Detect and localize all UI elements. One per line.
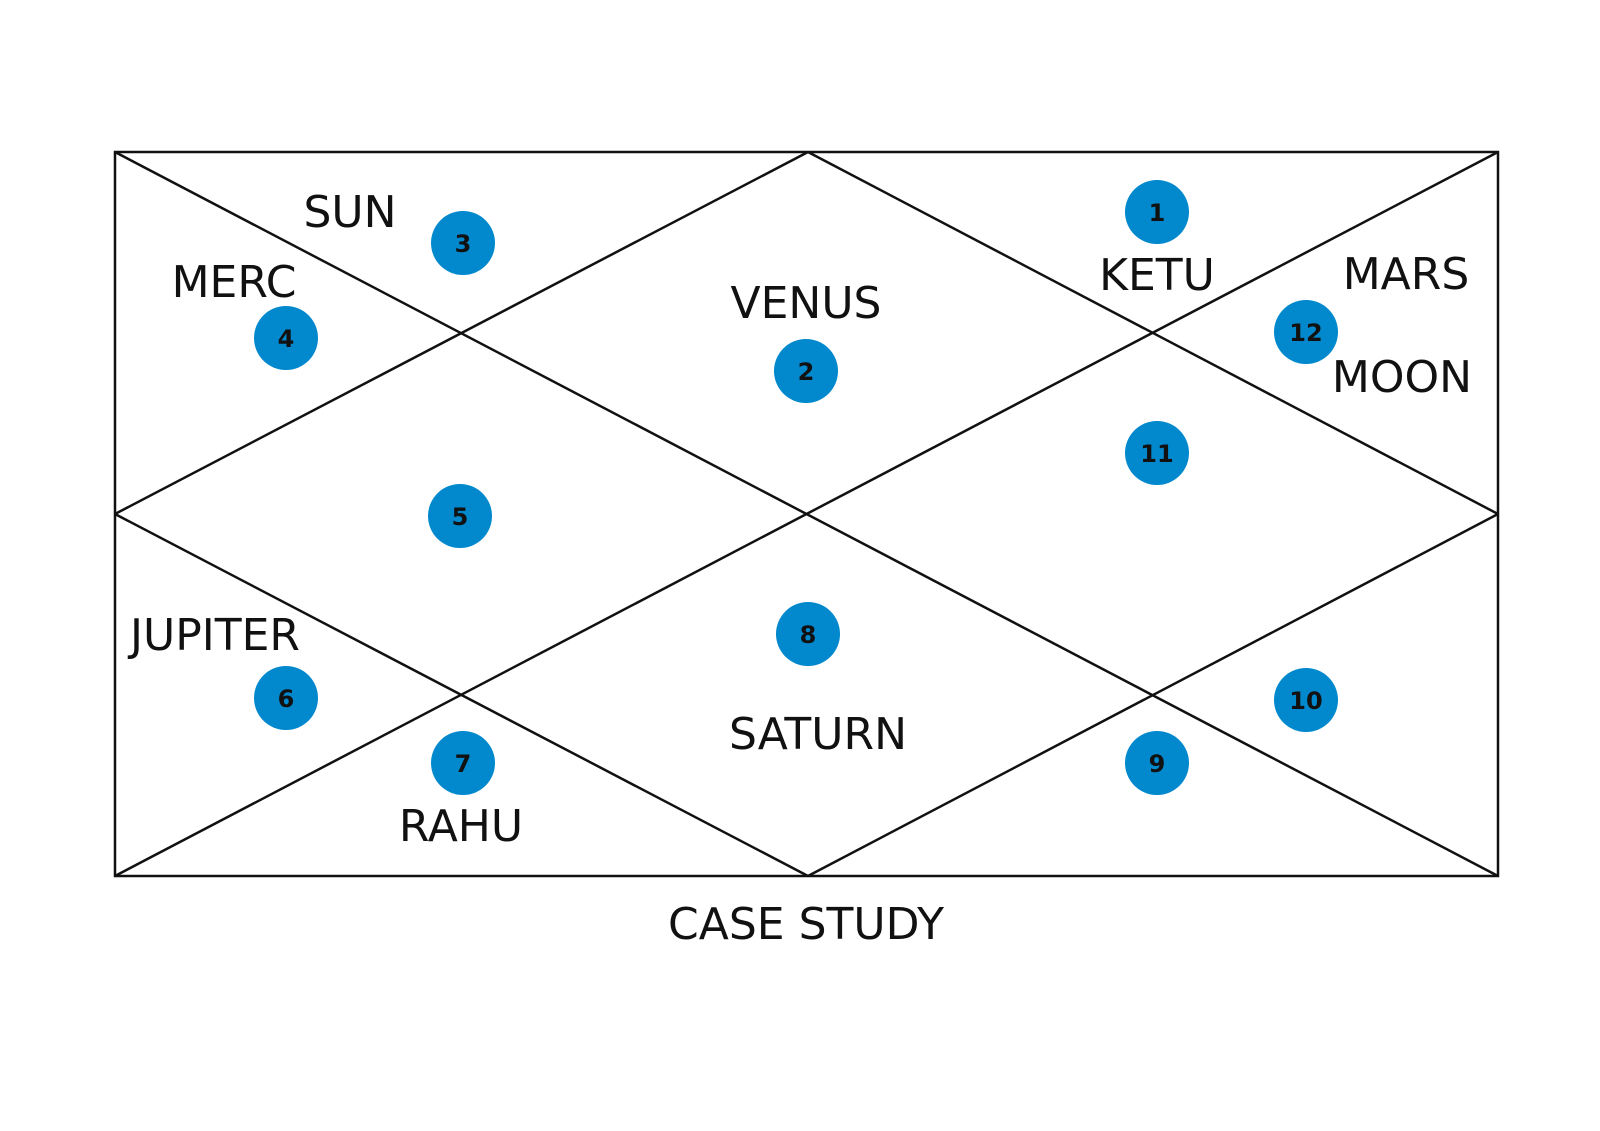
house-number: 12 [1289, 319, 1322, 347]
planet-label-sun: SUN [303, 187, 396, 238]
house-markers: 1 2 3 4 5 6 7 8 [254, 180, 1338, 795]
house-number: 7 [455, 750, 472, 778]
house-number: 6 [278, 685, 295, 713]
house-number: 2 [798, 358, 815, 386]
planet-label-saturn: SATURN [729, 709, 907, 760]
house-circle [774, 339, 838, 403]
house-number: 10 [1289, 687, 1322, 715]
house-number: 9 [1149, 750, 1166, 778]
diamond-edge-bottom-left [114, 512, 809, 878]
house-marker-9: 9 [1125, 731, 1189, 795]
house-number: 5 [452, 503, 469, 531]
planet-label-merc: MERC [172, 257, 297, 308]
house-circle [431, 731, 495, 795]
house-circle [776, 602, 840, 666]
house-circle [1125, 421, 1189, 485]
house-marker-5: 5 [428, 484, 492, 548]
house-marker-12: 12 [1274, 300, 1338, 364]
house-circle [254, 306, 318, 370]
house-circle [1274, 668, 1338, 732]
planet-label-jupiter: JUPITER [127, 610, 300, 661]
house-marker-11: 11 [1125, 421, 1189, 485]
chart-caption: CASE STUDY [668, 899, 944, 950]
house-marker-8: 8 [776, 602, 840, 666]
house-marker-7: 7 [431, 731, 495, 795]
planet-label-ketu: KETU [1099, 250, 1215, 301]
chart-lines [113, 150, 1500, 878]
house-marker-3: 3 [431, 211, 495, 275]
planet-label-rahu: RAHU [399, 801, 523, 852]
house-circle [428, 484, 492, 548]
house-circle [1274, 300, 1338, 364]
planet-label-venus: VENUS [731, 278, 882, 329]
house-number: 1 [1149, 199, 1166, 227]
house-marker-10: 10 [1274, 668, 1338, 732]
house-circle [1125, 180, 1189, 244]
house-number: 3 [455, 230, 472, 258]
house-number: 11 [1140, 440, 1173, 468]
planet-labels: KETU VENUS SUN MERC JUPITER RAHU SATURN … [127, 187, 1472, 852]
diamond-edge-bottom-right [807, 512, 1499, 878]
diamond-edge-top-right [807, 150, 1499, 516]
house-number: 4 [278, 325, 295, 353]
house-marker-6: 6 [254, 666, 318, 730]
house-circle [1125, 731, 1189, 795]
house-marker-4: 4 [254, 306, 318, 370]
house-marker-1: 1 [1125, 180, 1189, 244]
house-number: 8 [800, 621, 817, 649]
planet-label-mars: MARS [1343, 249, 1470, 300]
diamond-edge-top-left [114, 150, 809, 516]
house-circle [431, 211, 495, 275]
house-circle [254, 666, 318, 730]
planet-label-moon: MOON [1332, 352, 1472, 403]
house-marker-2: 2 [774, 339, 838, 403]
diagonal-top-right-to-bottom-left [114, 150, 1499, 878]
